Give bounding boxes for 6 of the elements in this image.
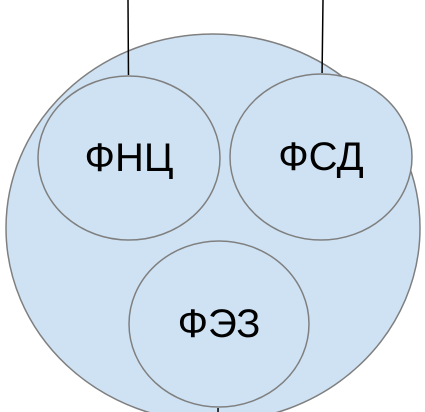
node-label: ФНЦ [84, 138, 174, 178]
node-label: ФСД [278, 137, 364, 177]
connector-line [217, 408, 219, 412]
connector-line [321, 0, 324, 74]
node-label: ФЭЗ [178, 304, 260, 344]
connector-line [127, 0, 130, 75]
